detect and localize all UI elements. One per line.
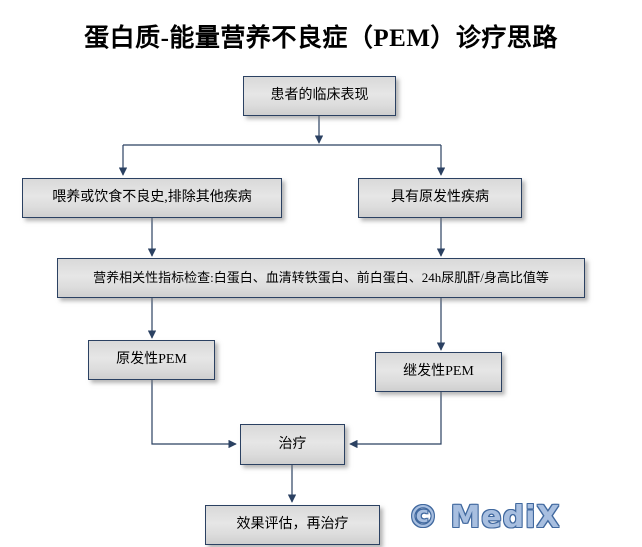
node-label: 效果评估，再治疗: [236, 517, 349, 533]
node-label: 营养相关性指标检查:白蛋白、血清转铁蛋白、前白蛋白、24h尿肌酐/身高比值等: [93, 269, 549, 285]
node-primary-disease[interactable]: 具有原发性疾病: [358, 178, 522, 218]
node-nutrition-lab-tests[interactable]: 营养相关性指标检查:白蛋白、血清转铁蛋白、前白蛋白、24h尿肌酐/身高比值等: [57, 258, 585, 298]
node-label: 患者的临床表现: [270, 88, 369, 104]
node-label: 具有原发性疾病: [391, 190, 489, 206]
node-treatment[interactable]: 治疗: [240, 424, 345, 465]
node-label: 治疗: [278, 436, 307, 452]
node-clinical-presentation[interactable]: 患者的临床表现: [243, 76, 396, 116]
node-evaluate-retreat[interactable]: 效果评估，再治疗: [205, 505, 380, 545]
node-feeding-history[interactable]: 喂养或饮食不良史,排除其他疾病: [22, 178, 282, 218]
node-primary-pem[interactable]: 原发性PEM: [88, 340, 215, 380]
page-title: 蛋白质-能量营养不良症（PEM）诊疗思路: [84, 25, 558, 52]
node-label: 喂养或饮食不良史,排除其他疾病: [52, 190, 252, 206]
node-label: 继发性PEM: [403, 364, 474, 380]
node-secondary-pem[interactable]: 继发性PEM: [375, 352, 502, 392]
edge-secondary-pem-treatment: [349, 392, 442, 449]
node-label: 原发性PEM: [116, 352, 187, 368]
edge-primary-pem-treatment: [151, 380, 237, 449]
watermark-medix: © MediX: [408, 500, 561, 535]
